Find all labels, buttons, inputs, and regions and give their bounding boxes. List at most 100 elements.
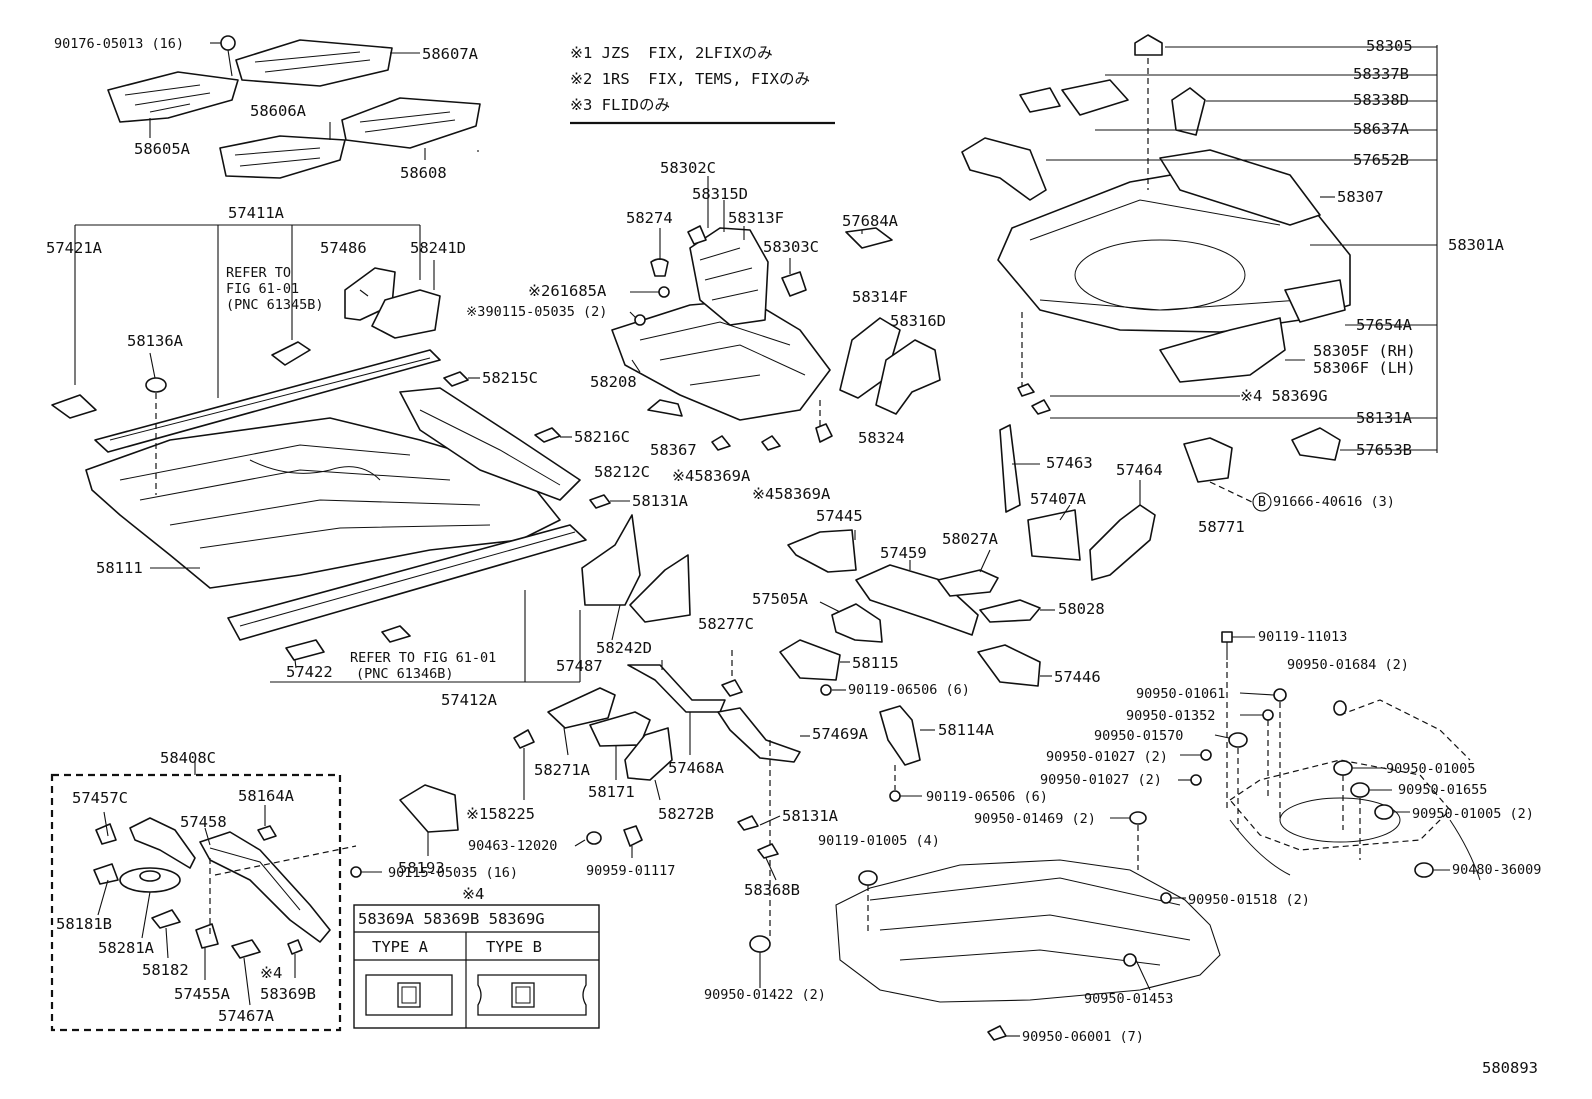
label-58027A: 58027A bbox=[942, 530, 998, 548]
label-91666-40616: 91666-40616 (3) bbox=[1273, 494, 1395, 510]
type-a-label: TYPE A bbox=[372, 938, 428, 956]
label-57654A: 57654A bbox=[1356, 316, 1412, 334]
label-58314F: 58314F bbox=[852, 288, 908, 306]
label-58606A: 58606A bbox=[250, 102, 306, 120]
label-57421A: 57421A bbox=[46, 239, 102, 257]
label-58301A: 58301A bbox=[1448, 236, 1504, 254]
label-57446: 57446 bbox=[1054, 668, 1101, 686]
label-57653B: 57653B bbox=[1356, 441, 1412, 459]
label-58305: 58305 bbox=[1366, 37, 1413, 55]
label-57463: 57463 bbox=[1046, 454, 1093, 472]
label-58225: ※158225 bbox=[466, 805, 535, 823]
type-b-label: TYPE B bbox=[486, 938, 542, 956]
part-58608-shape bbox=[341, 97, 481, 149]
label-90950-01655: 90950-01655 bbox=[1398, 782, 1488, 798]
label-90950-01061: 90950-01061 bbox=[1136, 686, 1226, 702]
label-58281A: 58281A bbox=[98, 939, 154, 957]
label-57487: 57487 bbox=[556, 657, 603, 675]
label-57458: 57458 bbox=[180, 813, 227, 831]
label-90176-05013: 90176-05013 (16) bbox=[54, 36, 185, 52]
label-58369A-1: ※458369A bbox=[672, 467, 751, 485]
label-57445: 57445 bbox=[816, 507, 863, 525]
label-58212C: 58212C bbox=[594, 463, 650, 481]
label-58181B: 58181B bbox=[56, 915, 112, 933]
label-58136A: 58136A bbox=[127, 332, 183, 350]
label-90950-01469: 90950-01469 (2) bbox=[974, 811, 1096, 827]
label-57505A: 57505A bbox=[752, 590, 808, 608]
label-90115-05035-b: 90115-05035 (16) bbox=[388, 865, 519, 881]
note-1: ※1 JZS FIX, 2LFIXのみ bbox=[570, 44, 773, 62]
b-mark: B bbox=[1257, 494, 1267, 510]
label-58369G: ※4 58369G bbox=[1240, 387, 1328, 405]
label-57652B: 57652B bbox=[1353, 151, 1409, 169]
label-58131A-rear: 58131A bbox=[1356, 409, 1412, 427]
label-57412A: 57412A bbox=[441, 691, 497, 709]
note-2: ※2 1RS FIX, TEMS, FIXのみ bbox=[570, 70, 810, 88]
label-90950-01005-b: 90950-01005 (2) bbox=[1412, 806, 1534, 822]
label-58274: 58274 bbox=[626, 209, 673, 227]
label-90950-01570: 90950-01570 bbox=[1094, 728, 1184, 744]
label-58193: 58193 bbox=[398, 859, 445, 877]
label-90950-01027-a: 90950-01027 (2) bbox=[1046, 749, 1168, 765]
label-90463-12020: 90463-12020 bbox=[468, 838, 558, 854]
label-58369B: 58369B bbox=[260, 985, 316, 1003]
label-57459: 57459 bbox=[880, 544, 927, 562]
label-58324: 58324 bbox=[858, 429, 905, 447]
label-58368B: 58368B bbox=[744, 881, 800, 899]
label-57407A: 57407A bbox=[1030, 490, 1086, 508]
label-58215C: 58215C bbox=[482, 369, 538, 387]
label-57684A: 57684A bbox=[842, 212, 898, 230]
label-90115-05035-a: ※390115-05035 (2) bbox=[466, 304, 608, 320]
label-58171: 58171 bbox=[588, 783, 635, 801]
refer-61345B-line1: REFER TO bbox=[226, 265, 292, 281]
label-90950-01453: 90950-01453 bbox=[1084, 991, 1174, 1007]
label-57467A: 57467A bbox=[218, 1007, 274, 1025]
label-57457C: 57457C bbox=[72, 789, 128, 807]
label-57422: 57422 bbox=[286, 663, 333, 681]
label-58316D: 58316D bbox=[890, 312, 946, 330]
label-58272B: 58272B bbox=[658, 805, 714, 823]
label-90119-06506-a: 90119-06506 (6) bbox=[848, 682, 970, 698]
label-58608: 58608 bbox=[400, 164, 447, 182]
note-3: ※3 FLIDのみ bbox=[570, 96, 670, 114]
label-58302C: 58302C bbox=[660, 159, 716, 177]
label-57455A: 57455A bbox=[174, 985, 230, 1003]
label-58307: 58307 bbox=[1337, 188, 1384, 206]
label-58115: 58115 bbox=[852, 654, 899, 672]
label-58164A: 58164A bbox=[238, 787, 294, 805]
label-90950-06001: 90950-06001 (7) bbox=[1022, 1029, 1144, 1045]
label-58408C: 58408C bbox=[160, 749, 216, 767]
refer-61346B-line1: REFER TO FIG 61-01 bbox=[350, 650, 497, 666]
label-58271A: 58271A bbox=[534, 761, 590, 779]
label-57464: 57464 bbox=[1116, 461, 1163, 479]
label-58771: 58771 bbox=[1198, 518, 1245, 536]
label-90119-06506-b: 90119-06506 (6) bbox=[926, 789, 1048, 805]
label-58338D: 58338D bbox=[1353, 91, 1409, 109]
label-58131A-bottom: 58131A bbox=[782, 807, 838, 825]
label-58303C: 58303C bbox=[763, 238, 819, 256]
label-58111: 58111 bbox=[96, 559, 143, 577]
diagram-id: 580893 bbox=[1482, 1059, 1538, 1077]
label-58313F: 58313F bbox=[728, 209, 784, 227]
label-58305F: 58305F (RH) bbox=[1313, 342, 1416, 360]
part-58111-shape bbox=[85, 417, 561, 589]
label-58114A: 58114A bbox=[938, 721, 994, 739]
type-table bbox=[353, 904, 600, 1029]
label-58242D: 58242D bbox=[596, 639, 652, 657]
part-58607A-shape bbox=[235, 39, 420, 87]
label-90950-01518: 90950-01518 (2) bbox=[1188, 892, 1310, 908]
label-58028: 58028 bbox=[1058, 600, 1105, 618]
label-58607A: 58607A bbox=[422, 45, 478, 63]
type-table-mark: ※4 bbox=[462, 885, 485, 903]
refer-61345B-line3: (PNC 61345B) bbox=[226, 297, 324, 313]
refer-61346B-line2: (PNC 61346B) bbox=[356, 666, 454, 682]
label-57411A: 57411A bbox=[228, 204, 284, 222]
label-90119-11013: 90119-11013 bbox=[1258, 629, 1348, 645]
label-90959-01117: 90959-01117 bbox=[586, 863, 676, 879]
type-table-header: 58369A 58369B 58369G bbox=[358, 910, 545, 928]
label-90950-01422: 90950-01422 (2) bbox=[704, 987, 826, 1003]
label-90950-01684: 90950-01684 (2) bbox=[1287, 657, 1409, 673]
label-61685A: ※261685A bbox=[528, 282, 607, 300]
label-57469A: 57469A bbox=[812, 725, 868, 743]
